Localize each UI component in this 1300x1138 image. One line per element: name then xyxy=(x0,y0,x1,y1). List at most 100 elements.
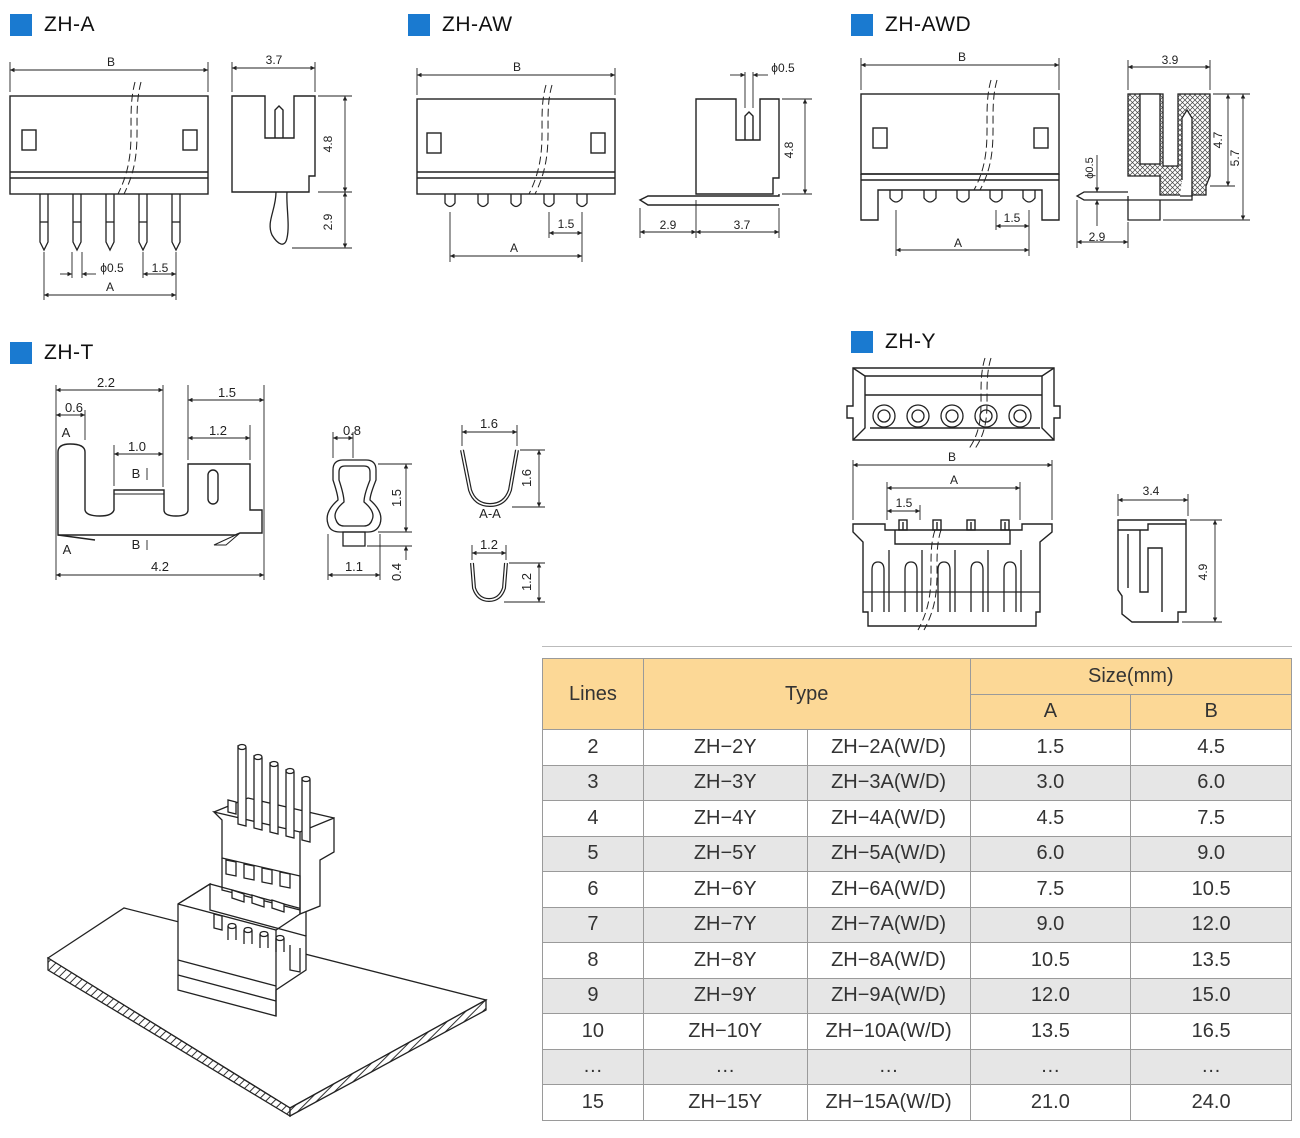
cell-a-type: ZH−4A(W/D) xyxy=(806,800,971,837)
cell-y: ZH−9Y xyxy=(642,977,808,1014)
dim-label: 1.5 xyxy=(558,217,575,231)
dim-label: A xyxy=(954,236,962,250)
dim-label: A xyxy=(950,473,958,487)
cell-lines: 3 xyxy=(542,764,644,801)
dim-label: 4.8 xyxy=(782,141,796,158)
section-mark: B xyxy=(132,537,141,552)
cell-a: 13.5 xyxy=(969,1013,1132,1050)
section-header-zh-t: ZH-T xyxy=(10,341,94,365)
dim-label: B xyxy=(948,450,956,464)
section-mark: A xyxy=(62,425,71,440)
dim-label: 1.6 xyxy=(480,416,498,431)
dim-label: 3.4 xyxy=(1143,484,1160,498)
zh-y-front-view xyxy=(852,460,1053,631)
cell-lines: 4 xyxy=(542,800,644,837)
dim-label: 3.7 xyxy=(734,218,751,232)
section-label: A-A xyxy=(479,506,501,521)
header-b: B xyxy=(1130,693,1292,730)
blue-square-icon xyxy=(408,14,430,36)
cell-y: ZH−6Y xyxy=(642,871,808,908)
cell-b: 4.5 xyxy=(1130,729,1292,766)
dim-label: B xyxy=(958,50,966,64)
cell-a-type: ZH−15A(W/D) xyxy=(806,1084,971,1121)
zh-t-terminal-side xyxy=(55,385,265,580)
dim-label: 4.7 xyxy=(1211,131,1225,148)
dim-label: 1.0 xyxy=(128,439,146,454)
dim-label: 5.7 xyxy=(1228,149,1242,166)
blue-square-icon xyxy=(851,14,873,36)
cell-a: 4.5 xyxy=(969,800,1132,837)
dim-label: A xyxy=(510,241,518,255)
dim-label: B xyxy=(107,55,115,69)
cell-a: 21.0 xyxy=(969,1084,1132,1121)
zh-a-side-view xyxy=(231,62,352,249)
zh-t-terminal-front xyxy=(326,432,412,580)
dim-label: ϕ0.5 xyxy=(100,261,124,275)
header-size: Size(mm) xyxy=(969,658,1293,695)
dim-label: 1.5 xyxy=(1004,211,1021,225)
dim-label: 1.5 xyxy=(218,385,236,400)
zh-t-section-bb xyxy=(470,545,545,603)
zh-y-top-view xyxy=(846,357,1061,451)
blue-square-icon xyxy=(851,331,873,353)
cell-a: 9.0 xyxy=(969,906,1132,943)
cell-y: ZH−3Y xyxy=(642,764,808,801)
dim-label: 1.1 xyxy=(345,559,363,574)
section-mark: B xyxy=(132,466,141,481)
section-title: ZH-T xyxy=(44,341,94,364)
zh-y-side-view xyxy=(1117,494,1222,623)
cell-a: 6.0 xyxy=(969,835,1132,872)
dim-label: 1.5 xyxy=(896,496,913,510)
zh-aw-front-view xyxy=(416,68,616,262)
dim-label: ϕ0.5 xyxy=(771,61,795,75)
dim-label: 1.5 xyxy=(152,261,169,275)
cell-y: ZH−2Y xyxy=(642,729,808,766)
cell-b: … xyxy=(1130,1048,1292,1085)
cell-b: 24.0 xyxy=(1130,1084,1292,1121)
cell-y: ZH−7Y xyxy=(642,906,808,943)
cell-lines: 7 xyxy=(542,906,644,943)
dim-label: 4.9 xyxy=(1196,563,1210,580)
dim-label: 1.2 xyxy=(519,573,534,591)
cell-lines: 9 xyxy=(542,977,644,1014)
dim-label: 2.9 xyxy=(321,213,335,230)
zh-awd-side-view xyxy=(1075,60,1250,248)
cell-a-type: ZH−9A(W/D) xyxy=(806,977,971,1014)
header-lines: Lines xyxy=(542,658,644,730)
dim-label: 2.9 xyxy=(1089,230,1106,244)
zh-aw-side-view xyxy=(638,72,812,238)
dim-label: 2.9 xyxy=(660,218,677,232)
section-title: ZH-AWD xyxy=(885,13,972,36)
cell-a-type: ZH−7A(W/D) xyxy=(806,906,971,943)
dim-label: B xyxy=(513,60,521,74)
cell-a-type: … xyxy=(806,1048,971,1085)
section-title: ZH-Y xyxy=(885,330,936,353)
table-top-rule xyxy=(542,646,1292,647)
cell-a: 12.0 xyxy=(969,977,1132,1014)
dim-label: 3.7 xyxy=(266,53,283,67)
section-title: ZH-AW xyxy=(442,13,513,36)
cell-y: ZH−4Y xyxy=(642,800,808,837)
cell-lines: 6 xyxy=(542,871,644,908)
cell-a: 3.0 xyxy=(969,764,1132,801)
cell-lines: 2 xyxy=(542,729,644,766)
cell-a: … xyxy=(969,1048,1132,1085)
dim-label: 1.6 xyxy=(519,469,534,487)
zh-a-front-view xyxy=(9,62,209,300)
cell-lines: 15 xyxy=(542,1084,644,1121)
cell-lines: 5 xyxy=(542,835,644,872)
cell-a-type: ZH−6A(W/D) xyxy=(806,871,971,908)
dim-label: A xyxy=(106,280,114,294)
header-a: A xyxy=(969,693,1132,730)
dim-label: 2.2 xyxy=(97,375,115,390)
table-row: …………… xyxy=(542,1048,1292,1085)
section-title: ZH-A xyxy=(44,13,95,36)
section-header-zh-awd: ZH-AWD xyxy=(851,13,971,37)
cell-a-type: ZH−2A(W/D) xyxy=(806,729,971,766)
